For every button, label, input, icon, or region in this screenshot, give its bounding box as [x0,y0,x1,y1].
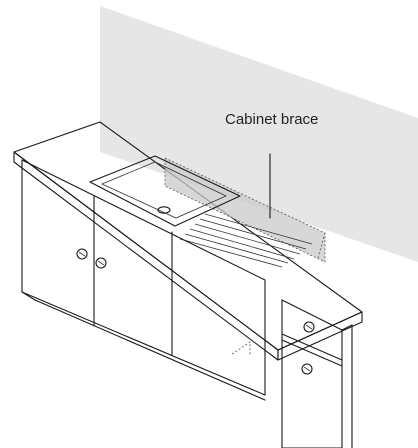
door-knob-left [76,248,88,260]
sink-inner-wall [101,161,227,219]
door-knob-right [95,257,107,269]
drawer-knob-bottom [301,363,313,375]
drawer-knob-top [303,321,315,333]
callout-label: Cabinet brace [225,111,318,128]
sink-cabinet [21,159,266,401]
cabinet-brace [165,158,325,262]
sink-basin [89,155,241,227]
countertop-side-edge [277,311,363,361]
cabinet-brace-outline [164,157,326,263]
sink-drain [157,206,171,214]
drainboard [179,213,313,268]
cabinet-brace-end-edge [317,232,326,259]
wall-panel [100,6,418,262]
drawer-unit [281,299,353,448]
